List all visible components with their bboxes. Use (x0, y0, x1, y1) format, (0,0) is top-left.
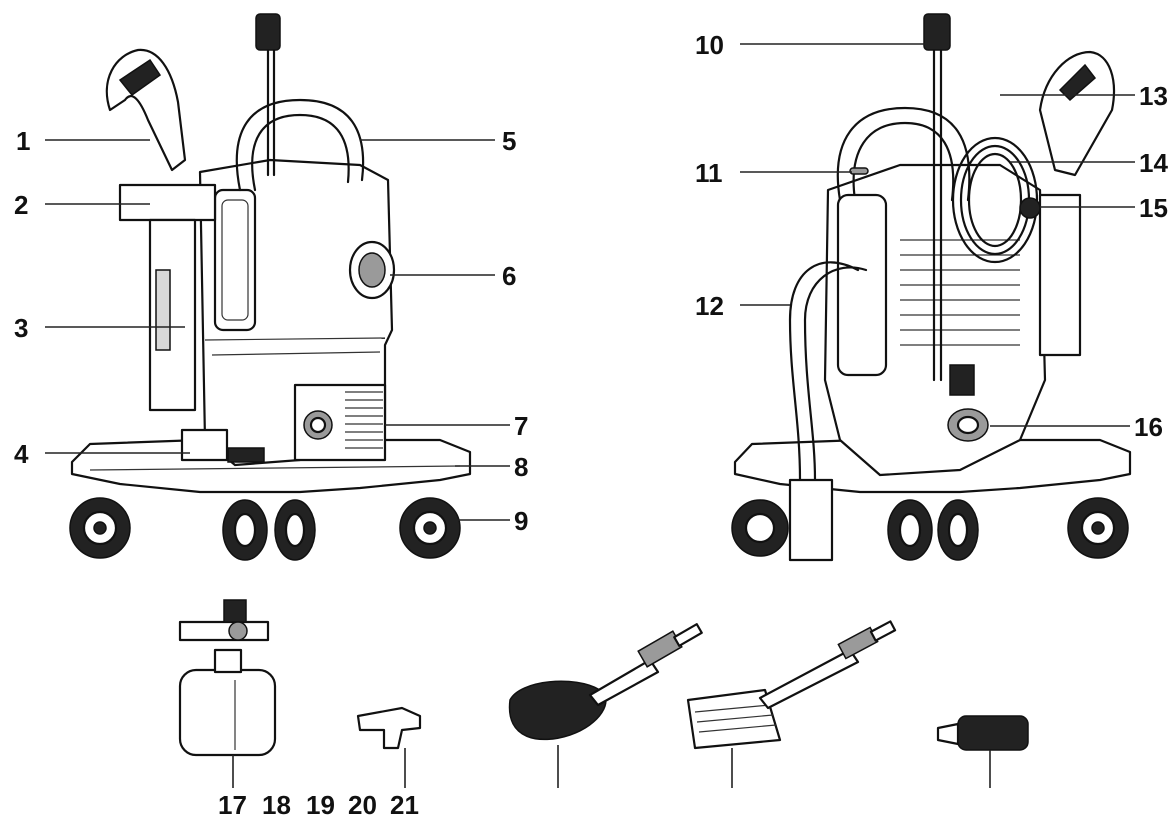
front-carry-handle (235, 98, 365, 192)
callout-16: 16 (1134, 412, 1163, 442)
front-lance-clip (180, 428, 229, 462)
callout-15: 15 (1139, 193, 1168, 223)
back-knob (1019, 197, 1041, 219)
callout-7: 7 (514, 411, 528, 441)
callout-11: 11 (695, 158, 723, 188)
callout-3: 3 (14, 313, 28, 343)
callout-10: 10 (695, 30, 724, 60)
accessory-spray-nozzle (936, 715, 1029, 788)
callout-13: 13 (1139, 81, 1168, 111)
front-foot-pad (227, 447, 265, 463)
accessory-foam-cannon (178, 599, 277, 788)
callout-2: 2 (14, 190, 28, 220)
accessory-label-21: 21 (390, 790, 419, 820)
callout-leaders (45, 43, 1135, 521)
back-wheel-center-b (937, 499, 979, 561)
callout-labels: 1 2 3 4 5 6 7 8 9 10 11 12 13 14 15 16 1… (14, 30, 1168, 820)
washer-back-view (731, 13, 1132, 562)
back-wheel-right (1067, 497, 1129, 559)
back-wheel-center-a (887, 499, 933, 561)
washer-front-view (69, 13, 472, 561)
back-wand-nozzle-cap (923, 13, 951, 51)
accessory-label-19: 19 (306, 790, 335, 820)
accessory-flat-brush (686, 620, 897, 788)
back-wheel-left (731, 499, 789, 557)
front-wand-nozzle-cap (255, 13, 281, 51)
callout-5: 5 (502, 126, 516, 156)
callout-1: 1 (16, 126, 30, 156)
front-spray-gun (105, 48, 187, 172)
callout-12: 12 (695, 291, 724, 321)
back-cord-panel (836, 193, 888, 377)
front-wheel-left (69, 497, 131, 559)
front-cord-panel (213, 188, 257, 332)
accessory-label-18: 18 (262, 790, 291, 820)
callout-4: 4 (14, 439, 29, 469)
accessory-label-17: 17 (218, 790, 247, 820)
back-power-cord (788, 261, 860, 482)
back-plug (788, 478, 834, 562)
front-wheel-center-b (274, 499, 316, 561)
back-gun-holder (1038, 193, 1082, 357)
back-spray-gun (1038, 50, 1116, 177)
callout-9: 9 (514, 506, 528, 536)
front-wheel-right (399, 497, 461, 559)
front-wheel-center-a (222, 499, 268, 561)
back-wand-grip (949, 364, 975, 396)
front-gun-holder (118, 183, 217, 222)
back-cooling-fins (900, 239, 1020, 346)
back-nozzle-clip (849, 167, 869, 175)
callout-6: 6 (502, 261, 516, 291)
accessory-label-20: 20 (348, 790, 377, 820)
callout-14: 14 (1139, 148, 1168, 178)
callout-8: 8 (514, 452, 528, 482)
accessory-rotating-brush (508, 623, 703, 788)
accessory-soap-bottle-clip (356, 706, 422, 788)
